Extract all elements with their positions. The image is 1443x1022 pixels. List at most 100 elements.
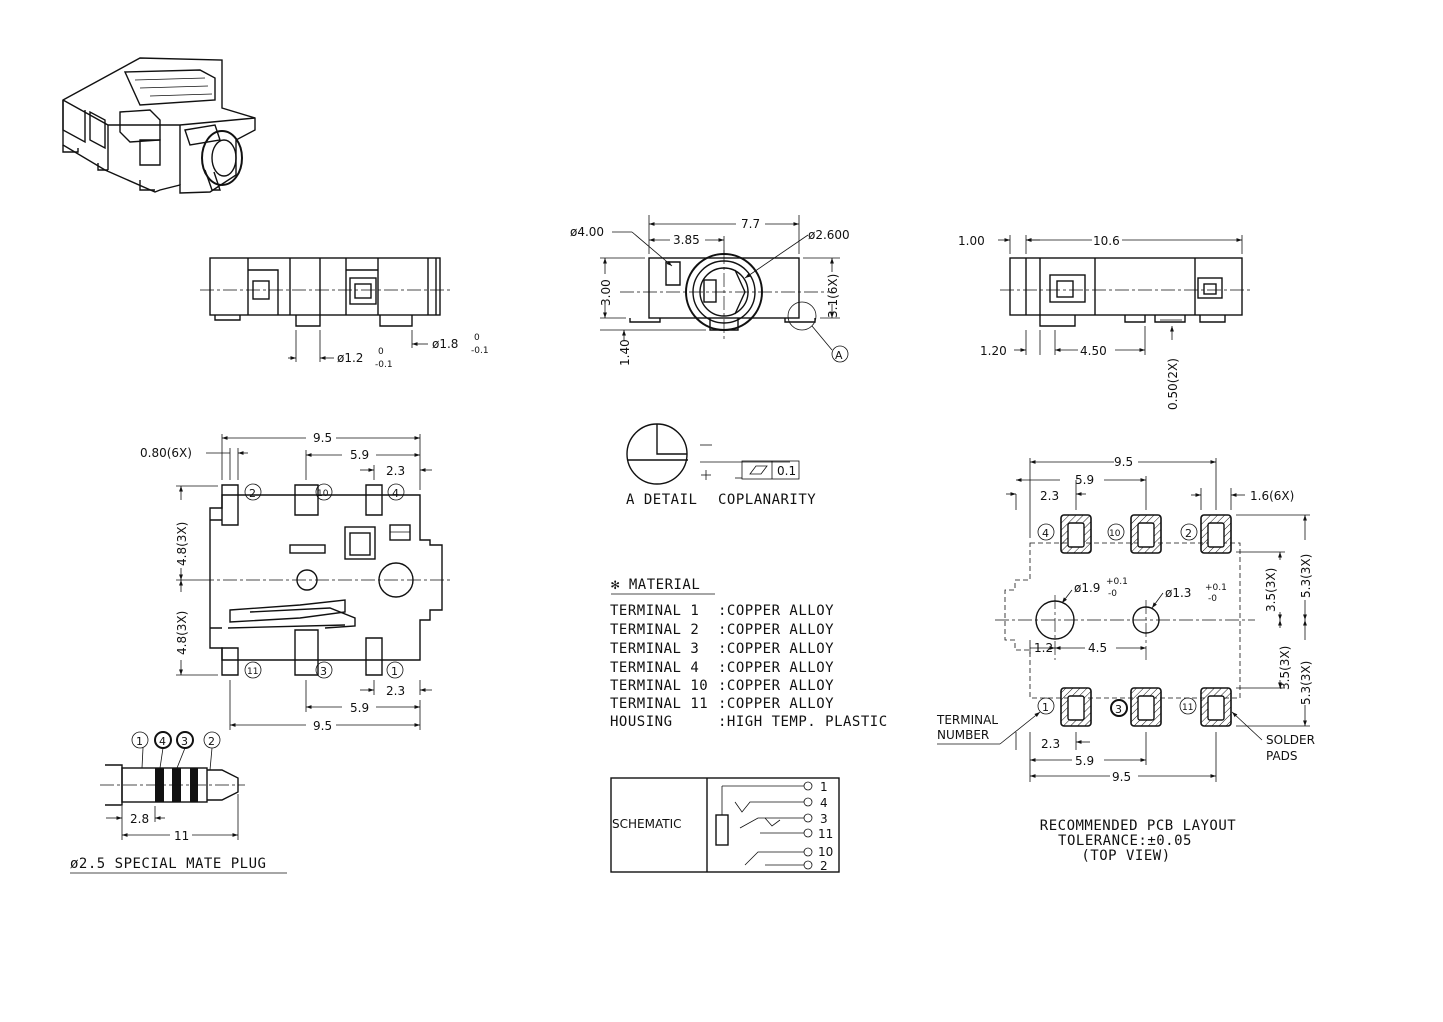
front-view-center: A 7.7 3.85 ø4.00 ø2.600 3.00 1.40 3.1(6X… xyxy=(570,215,850,366)
schematic-pin-10: 10 xyxy=(818,845,833,859)
material-part-10: TERMINAL 10 xyxy=(610,678,708,694)
coplanarity-value: 0.1 xyxy=(777,464,796,478)
bottom-view: 9.5 0.80(6X) 5.9 2.3 4.8(3X) 4.8(3X) 2.3… xyxy=(140,431,450,733)
dim-7-7: 7.7 xyxy=(741,217,760,231)
dim-phi1-2-tol-lower: -0.1 xyxy=(375,360,393,370)
pcb-dim-5-3-lower: 5.3(3X) xyxy=(1299,661,1313,705)
schematic: SCHEMATIC 1 4 3 11 10 2 xyxy=(610,777,840,873)
dim-5-9-top: 5.9 xyxy=(350,448,369,462)
schematic-label: SCHEMATIC xyxy=(612,817,681,831)
pcb-dim-9-5-top: 9.5 xyxy=(1114,455,1133,469)
pcb-dim-5-3-upper: 5.3(3X) xyxy=(1299,554,1313,598)
pcb-layout: 4 10 2 1 3 11 9.5 5.9 2.3 1.6(6X) ø1.9 +… xyxy=(936,455,1315,864)
dim-phi1-2-tol-upper: 0 xyxy=(378,347,384,357)
dim-9-5-top: 9.5 xyxy=(313,431,332,445)
plug-terminal-2: 2 xyxy=(208,735,215,748)
dim-0-80: 0.80(6X) xyxy=(140,446,192,460)
dim-10-6: 10.6 xyxy=(1093,234,1120,248)
schematic-pin-4: 4 xyxy=(820,796,828,810)
dim-phi4: ø4.00 xyxy=(570,225,604,239)
label-coplanarity: COPLANARITY xyxy=(718,492,816,508)
isometric-view xyxy=(62,57,256,194)
side-view-left: ø1.2 0 -0.1 ø1.8 0 -0.1 xyxy=(200,257,489,370)
material-spec-1: :COPPER ALLOY xyxy=(718,603,834,619)
pcb-pad-label-11: 11 xyxy=(1182,703,1193,713)
side-view-right: 1.00 10.6 1.20 4.50 0.50(2X) xyxy=(958,234,1252,410)
material-list: ✻ MATERIAL TERMINAL 1 :COPPER ALLOY TERM… xyxy=(610,577,888,730)
detail-callout-a: A xyxy=(835,349,843,362)
pcb-pad-label-1: 1 xyxy=(1042,701,1049,714)
pcb-dim-4-5: 4.5 xyxy=(1088,641,1107,655)
terminal-11-label: 11 xyxy=(247,667,258,677)
terminal-3-label: 3 xyxy=(320,665,327,678)
dim-plug-2-8: 2.8 xyxy=(130,812,149,826)
detail-a: A DETAIL 0.1 COPLANARITY xyxy=(626,423,816,508)
material-spec-3: :COPPER ALLOY xyxy=(718,641,834,657)
plug-caption: ø2.5 SPECIAL MATE PLUG xyxy=(70,856,266,872)
material-part-3: TERMINAL 3 xyxy=(610,641,699,657)
dim-4-8-lower: 4.8(3X) xyxy=(175,611,189,655)
pcb-dim-2-3-bottom: 2.3 xyxy=(1041,737,1060,751)
pcb-dim-hole-small-tol-upper: +0.1 xyxy=(1205,583,1227,593)
material-title: ✻ MATERIAL xyxy=(611,577,700,593)
material-spec-housing: :HIGH TEMP. PLASTIC xyxy=(718,714,888,730)
pcb-dim-hole-large-tol-upper: +0.1 xyxy=(1106,577,1128,587)
pcb-dim-hole-large: ø1.9 xyxy=(1074,581,1100,595)
pcb-pad-label-4: 4 xyxy=(1042,527,1049,540)
material-part-4: TERMINAL 4 xyxy=(610,660,699,676)
dim-1-00: 1.00 xyxy=(958,234,985,248)
pcb-dim-2-3-top: 2.3 xyxy=(1040,489,1059,503)
schematic-pin-11: 11 xyxy=(818,827,833,841)
dim-1-40: 1.40 xyxy=(618,339,632,366)
pcb-dim-hole-small: ø1.3 xyxy=(1165,586,1191,600)
pcb-label-number: NUMBER xyxy=(937,728,989,742)
schematic-pin-3: 3 xyxy=(820,812,828,826)
dim-3-1: 3.1(6X) xyxy=(826,274,840,318)
material-part-1: TERMINAL 1 xyxy=(610,603,699,619)
pcb-label-pads: PADS xyxy=(1266,749,1298,763)
dim-4-8-upper: 4.8(3X) xyxy=(175,522,189,566)
dim-2-3-top: 2.3 xyxy=(386,464,405,478)
mate-plug: 1 4 3 2 2.8 11 ø2.5 SPECIAL MATE PLUG xyxy=(70,731,287,874)
pcb-pad-label-3: 3 xyxy=(1115,703,1122,716)
dim-phi1-8-tol-lower: -0.1 xyxy=(471,346,489,356)
dim-phi1-8: ø1.8 xyxy=(432,337,458,351)
pcb-dim-1-6: 1.6(6X) xyxy=(1250,489,1294,503)
pcb-label-solder: SOLDER xyxy=(1266,733,1315,747)
dim-5-9-bottom: 5.9 xyxy=(350,701,369,715)
material-part-11: TERMINAL 11 xyxy=(610,696,708,712)
dim-1-20: 1.20 xyxy=(980,344,1007,358)
pcb-dim-3-5-upper: 3.5(3X) xyxy=(1264,568,1278,612)
pcb-dim-5-9-top: 5.9 xyxy=(1075,473,1094,487)
terminal-4-label: 4 xyxy=(392,487,399,500)
dim-0-50: 0.50(2X) xyxy=(1166,358,1180,410)
material-part-2: TERMINAL 2 xyxy=(610,622,699,638)
material-spec-2: :COPPER ALLOY xyxy=(718,622,834,638)
material-spec-10: :COPPER ALLOY xyxy=(718,678,834,694)
pcb-dim-hole-large-tol-lower: -0 xyxy=(1108,589,1117,599)
dim-4-50: 4.50 xyxy=(1080,344,1107,358)
pcb-dim-5-9-bottom: 5.9 xyxy=(1075,754,1094,768)
material-spec-4: :COPPER ALLOY xyxy=(718,660,834,676)
pcb-pad-label-10: 10 xyxy=(1109,529,1121,539)
material-spec-11: :COPPER ALLOY xyxy=(718,696,834,712)
label-a-detail: A DETAIL xyxy=(626,492,697,508)
dim-phi1-2: ø1.2 xyxy=(337,351,363,365)
pcb-dim-1-2: 1.2 xyxy=(1034,641,1053,655)
pcb-dim-3-5-lower: 3.5(3X) xyxy=(1278,646,1292,690)
schematic-pin-1: 1 xyxy=(820,780,828,794)
pcb-caption-line1: RECOMMENDED PCB LAYOUT xyxy=(1040,818,1237,834)
terminal-1-label: 1 xyxy=(391,665,398,678)
dim-phi2-6: ø2.600 xyxy=(808,228,850,242)
plug-terminal-4: 4 xyxy=(159,735,166,748)
dim-3-00: 3.00 xyxy=(599,279,613,306)
plug-terminal-3: 3 xyxy=(181,735,188,748)
pcb-caption-line3: (TOP VIEW) xyxy=(1081,848,1170,864)
pcb-caption-line2: TOLERANCE:±0.05 xyxy=(1058,833,1192,849)
dim-phi1-8-tol-upper: 0 xyxy=(474,333,480,343)
material-part-housing: HOUSING xyxy=(610,714,673,730)
pcb-pad-label-2: 2 xyxy=(1185,527,1192,540)
dim-2-3-bottom: 2.3 xyxy=(386,684,405,698)
plug-terminal-1: 1 xyxy=(136,735,143,748)
